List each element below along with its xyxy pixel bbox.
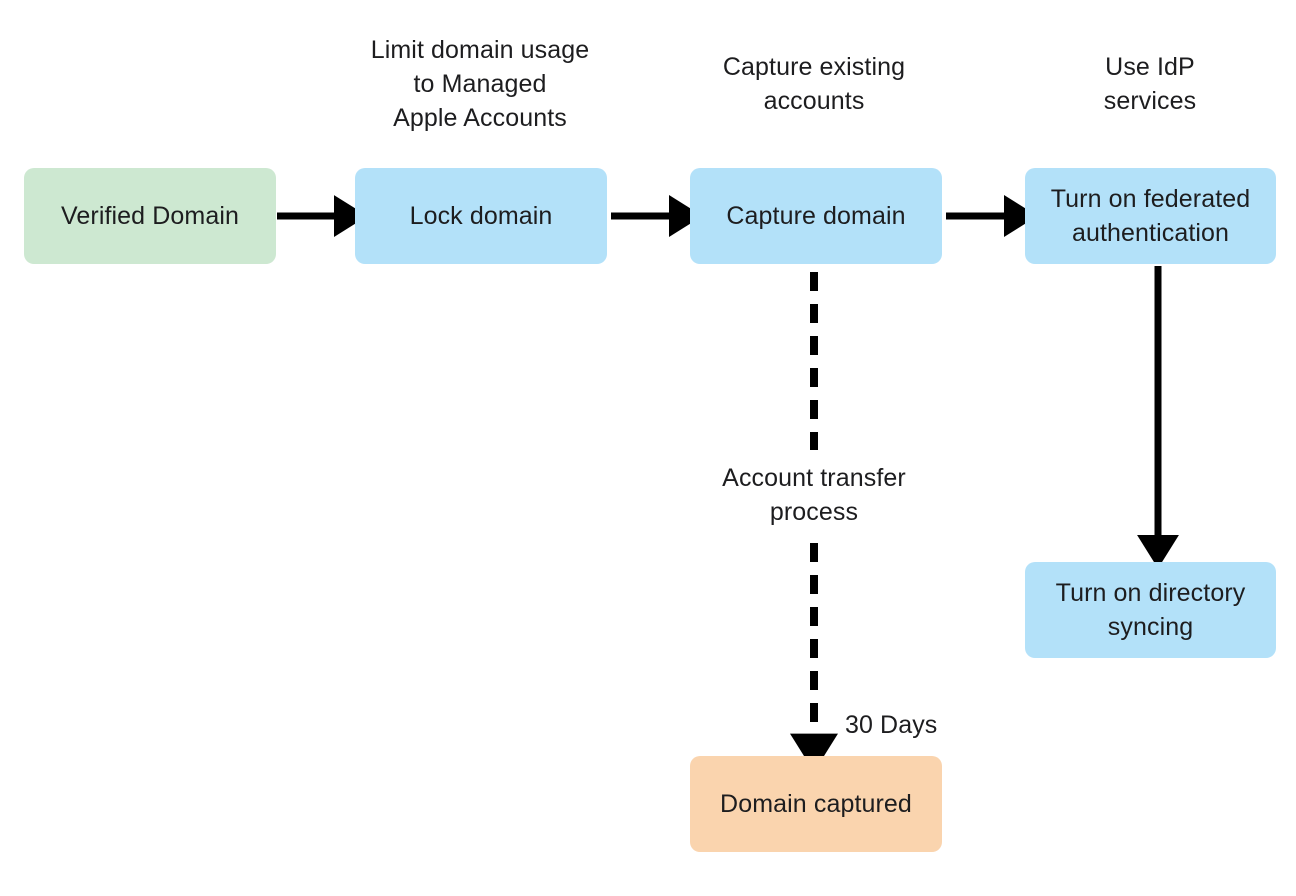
node-lock-domain[interactable]: Lock domain: [355, 168, 607, 264]
node-capture-domain[interactable]: Capture domain: [690, 168, 942, 264]
node-verified-domain[interactable]: Verified Domain: [24, 168, 276, 264]
node-federated-authentication[interactable]: Turn on federated authentication: [1025, 168, 1276, 264]
caption-lock-domain: Limit domain usage to Managed Apple Acco…: [370, 36, 590, 132]
caption-capture-domain: Capture existing accounts: [722, 53, 906, 115]
edge-label-thirty-days: 30 Days: [845, 711, 938, 739]
node-domain-captured[interactable]: Domain captured: [690, 756, 942, 852]
caption-federated-auth: Use IdP services: [1103, 53, 1197, 115]
node-directory-syncing[interactable]: Turn on directory syncing: [1025, 562, 1276, 658]
edge-label-account-transfer-process: Account transfer process: [722, 464, 906, 526]
